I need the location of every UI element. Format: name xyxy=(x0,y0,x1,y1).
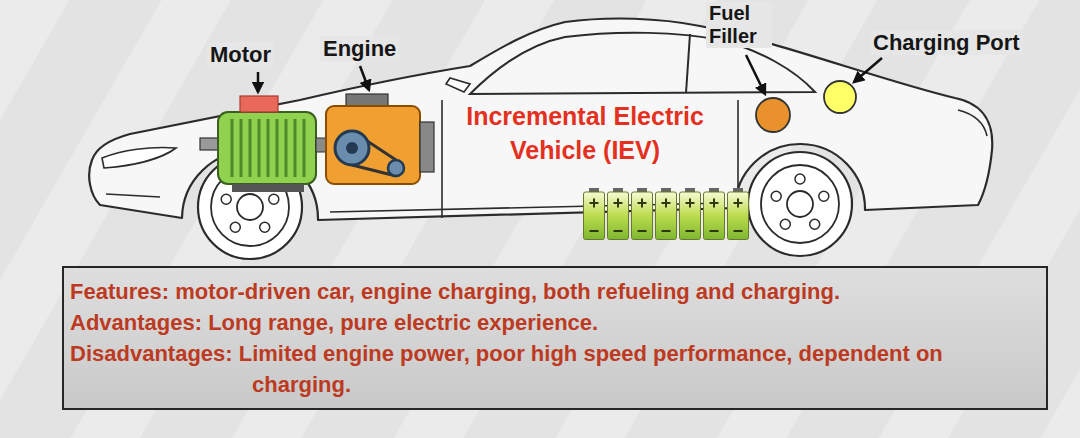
charging-port-cap xyxy=(824,81,856,113)
hub xyxy=(787,191,813,217)
part-label: Charging Port xyxy=(870,30,1023,55)
fuel-filler-cap xyxy=(756,98,790,132)
tire xyxy=(748,152,852,256)
engine-top xyxy=(346,94,388,106)
leader-arrow xyxy=(746,55,765,94)
hub xyxy=(237,194,263,220)
battery-cell xyxy=(728,188,749,240)
coupling xyxy=(316,138,326,152)
leader-arrow xyxy=(854,58,882,82)
tail-lamp xyxy=(958,110,987,136)
pulley-hub xyxy=(346,142,358,154)
motor-foot xyxy=(232,184,304,192)
part-label: Fuel Filler xyxy=(706,2,772,48)
engine-figure xyxy=(326,94,434,184)
motor-terminal-box xyxy=(240,96,278,112)
rim-hole xyxy=(771,191,781,201)
battery-cell xyxy=(608,188,629,240)
leader-arrow xyxy=(360,66,369,90)
motor-figure xyxy=(200,96,326,192)
battery-cell xyxy=(704,188,725,240)
rim-hole xyxy=(795,174,805,184)
info-panel: Features: motor-driven car, engine charg… xyxy=(62,266,1048,410)
leader-arrow xyxy=(257,72,260,92)
motor-body xyxy=(218,112,316,184)
panel-text: Advantages: Long range, pure electric ex… xyxy=(70,307,1026,338)
bumper-line xyxy=(106,194,160,197)
rear-wheel xyxy=(748,152,852,256)
engine-pulley xyxy=(388,160,404,176)
side-mirror xyxy=(446,78,470,92)
engine-block xyxy=(326,106,420,184)
rim-hole xyxy=(230,222,240,232)
panel-text: Features: motor-driven car, engine charg… xyxy=(70,276,1026,307)
rim-hole xyxy=(221,194,231,204)
panel-text: Disadvantages: Limited engine power, poo… xyxy=(70,338,1026,400)
rim xyxy=(761,165,839,243)
rim-hole xyxy=(810,219,820,229)
rim-hole xyxy=(780,219,790,229)
b-pillar xyxy=(686,34,690,93)
battery-cell xyxy=(656,188,677,240)
battery-cell xyxy=(584,188,605,240)
rim-hole xyxy=(260,222,270,232)
battery-cell xyxy=(632,188,653,240)
engine-pulley xyxy=(335,131,369,165)
battery-cell xyxy=(680,188,701,240)
part-label: Engine xyxy=(320,36,399,61)
rim-hole xyxy=(819,191,829,201)
headlight xyxy=(102,147,176,168)
motor-fins xyxy=(232,119,304,177)
engine-cover xyxy=(420,122,434,172)
battery-pack xyxy=(584,188,749,240)
rim-hole xyxy=(269,194,279,204)
diagram-title: Incremental Electric Vehicle (IEV) xyxy=(435,100,735,168)
part-label: Motor xyxy=(207,42,274,67)
door-line xyxy=(441,100,443,218)
